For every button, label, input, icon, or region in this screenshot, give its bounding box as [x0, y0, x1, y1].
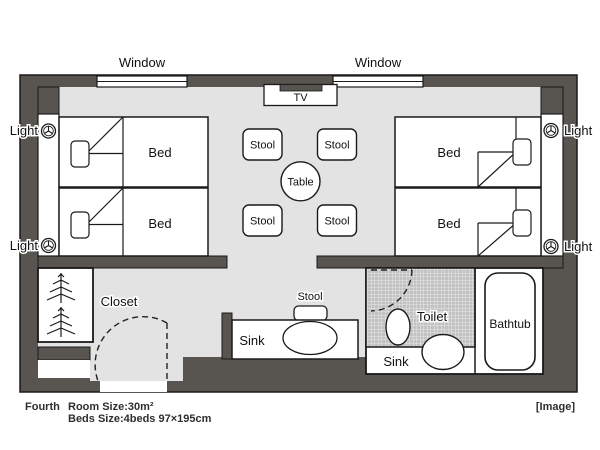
caption-beds-size: Beds Size:4beds 97×195cm: [68, 413, 212, 425]
bathroom-unit: Toilet Sink Bathtub: [365, 267, 544, 375]
closet-label: Closet: [101, 294, 138, 309]
table-label: Table: [287, 177, 313, 189]
stool-3: [242, 204, 283, 237]
pillow-icon: [512, 209, 532, 237]
tv-cabinet: TV: [263, 83, 338, 107]
bathtub: [484, 272, 536, 371]
light-fixtures: [40, 122, 559, 255]
stool-1: [242, 128, 283, 161]
light-label-1: Light: [10, 123, 39, 138]
light-label-4: Light: [564, 239, 593, 254]
bed-2: [58, 187, 209, 257]
divider-wall-right: [316, 255, 564, 269]
sink-wall-stub: [221, 312, 233, 360]
bath-sink-label: Sink: [383, 354, 409, 369]
bed-2-label: Bed: [148, 216, 171, 231]
lower-closet-niche: [38, 360, 90, 378]
caption-row: Fourth Room Size:30m² Beds Size:4beds 97…: [25, 401, 575, 425]
caption-image-tag: [Image]: [536, 401, 575, 413]
toilet-door-swing: [370, 269, 413, 312]
entry-stool-label: Stool: [297, 291, 322, 303]
corridor-step-floor: [183, 347, 222, 357]
hanger-rack-icon: [46, 273, 76, 303]
entry-corridor-floor: [90, 347, 183, 381]
passage-opening: [227, 256, 317, 268]
toilet-label: Toilet: [417, 309, 448, 324]
window-label-right: Window: [355, 55, 402, 70]
closet-wall-stub: [37, 346, 91, 361]
window-left: [96, 75, 188, 88]
light-icon-1: [40, 123, 57, 139]
bed-3-label: Bed: [437, 145, 460, 160]
light-label-3: Light: [564, 123, 593, 138]
toilet-bowl-icon: [385, 308, 411, 346]
pillow-icon: [512, 138, 532, 166]
stool-3-label: Stool: [250, 216, 275, 228]
blanket-fold-icon: [477, 117, 517, 188]
tv-label: TV: [293, 92, 308, 104]
light-icon-4: [543, 238, 559, 255]
blanket-fold-icon: [86, 116, 124, 187]
stool-1-label: Stool: [250, 140, 275, 152]
stool-2-label: Stool: [324, 140, 349, 152]
tv-screen-icon: [279, 84, 323, 92]
table: [280, 161, 321, 202]
caption-room-size: Room Size:30m²: [68, 401, 154, 413]
bathtub-label: Bathtub: [489, 317, 531, 331]
bed-1: [58, 116, 209, 188]
divider-wall-left: [37, 255, 228, 269]
wall-corner-right: [540, 86, 564, 115]
pillow-icon: [70, 140, 90, 168]
closet-box: [37, 267, 94, 343]
light-icon-3: [543, 122, 559, 139]
pillow-icon: [70, 211, 90, 239]
counter-sink-label: Sink: [239, 333, 265, 348]
bed-4: [394, 187, 542, 257]
blanket-fold-icon: [86, 187, 124, 256]
interior-walls: [37, 86, 564, 361]
bed-3: [394, 116, 542, 188]
window-right: [332, 75, 424, 88]
bed-1-label: Bed: [148, 145, 171, 160]
hanger-rack-icon: [46, 307, 76, 337]
wall-corner-left: [37, 86, 60, 115]
caption-floor-name: Fourth: [25, 401, 60, 413]
entrance-sill: [100, 381, 167, 392]
entry-stool: [293, 305, 328, 322]
sink-bowl-icon: [282, 320, 338, 356]
bed-4-label: Bed: [437, 216, 460, 231]
stool-4-label: Stool: [324, 216, 349, 228]
bath-sink-bowl-icon: [421, 333, 465, 371]
stool-4: [316, 204, 358, 237]
toilet-room-floor: [365, 267, 476, 348]
light-label-2: Light: [10, 238, 39, 253]
stool-group: [242, 128, 358, 237]
sink-counter: Sink: [231, 319, 359, 360]
entry-door-swing: [94, 316, 168, 382]
light-icon-2: [40, 237, 57, 254]
stool-2: [316, 128, 358, 161]
window-label-left: Window: [119, 55, 166, 70]
blanket-fold-icon: [477, 188, 517, 257]
